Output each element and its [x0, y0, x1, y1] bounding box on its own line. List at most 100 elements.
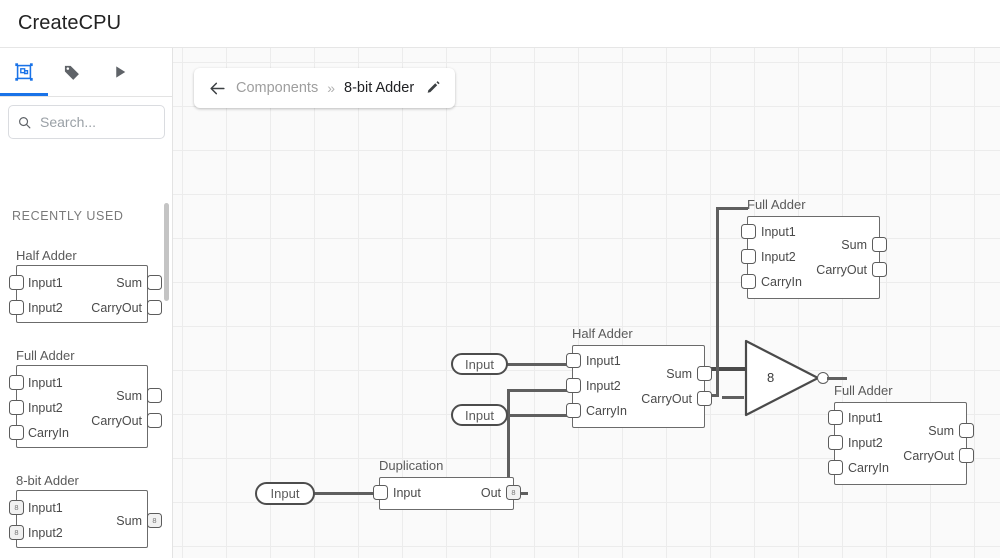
node-pin-label-carryout: CarryOut	[641, 392, 692, 406]
node-pin-label-carryin: CarryIn	[848, 461, 889, 475]
arrow-left-icon[interactable]	[208, 79, 227, 98]
palette-item-body	[16, 365, 148, 448]
node-title: Full Adder	[834, 383, 893, 398]
wire-dup-out-to-input2	[507, 389, 570, 392]
section-label-recently-used: RECENTLY USED	[12, 209, 124, 223]
node-pin-carryout[interactable]	[959, 448, 974, 463]
palette-pin-input1[interactable]	[9, 375, 24, 390]
node-pin-label-input1: Input1	[848, 411, 883, 425]
palette-item-name: 8-bit Adder	[16, 473, 79, 488]
io-pin-input-1[interactable]: Input	[451, 353, 508, 375]
search-icon	[17, 115, 32, 130]
sidebar-scrollbar-thumb[interactable]	[164, 203, 169, 301]
wire-carryout-vertical	[716, 207, 719, 397]
node-pin-carryin[interactable]	[828, 460, 843, 475]
io-pin-input-2[interactable]: Input	[451, 404, 508, 426]
node-pin-label-input1: Input1	[586, 354, 621, 368]
palette-pin-label-sum: Sum	[116, 276, 142, 290]
node-title: Half Adder	[572, 326, 633, 341]
palette-item-body	[16, 265, 148, 323]
pencil-icon[interactable]	[425, 80, 441, 96]
node-pin-input2[interactable]	[828, 435, 843, 450]
io-pin-input-3[interactable]: Input	[255, 482, 315, 505]
palette-pin-label-carryout: CarryOut	[91, 301, 142, 315]
node-pin-input2[interactable]	[741, 249, 756, 264]
palette-pin-sum[interactable]	[147, 388, 162, 403]
palette-pin-input1[interactable]	[9, 275, 24, 290]
wire-input2-to-halfadder-carryin	[508, 414, 570, 417]
palette-pin-input2[interactable]	[9, 300, 24, 315]
palette-item-name: Full Adder	[16, 348, 75, 363]
node-title: Duplication	[379, 458, 444, 473]
breadcrumb-parent[interactable]: Components	[236, 80, 319, 96]
wire-input1-to-halfadder-input1	[506, 363, 570, 366]
io-pin-label: Input	[465, 356, 494, 372]
tab-active-indicator	[0, 93, 48, 96]
node-pin-label-carryin: CarryIn	[761, 275, 802, 289]
node-pin-carryout[interactable]	[697, 391, 712, 406]
node-pin-input2[interactable]	[566, 378, 581, 393]
bus-merge-label: 8	[767, 370, 775, 385]
wire-merge-to-fulladder-right	[827, 377, 847, 380]
bus-merge-component[interactable]: 8	[743, 338, 823, 418]
node-pin-input1[interactable]	[741, 224, 756, 239]
node-pin-carryout[interactable]	[872, 262, 887, 277]
node-body[interactable]	[834, 402, 967, 485]
node-pin-input1[interactable]	[828, 410, 843, 425]
palette-pin-label-sum: Sum	[116, 389, 142, 403]
app-title: CreateCPU	[18, 12, 122, 34]
palette-item-body	[16, 490, 148, 548]
palette-pin-input2[interactable]: 8	[9, 525, 24, 540]
node-pin-sum[interactable]	[697, 366, 712, 381]
palette-pin-label-input2: Input2	[28, 401, 63, 415]
palette-item-name: Half Adder	[16, 248, 77, 263]
breadcrumb-separator: »	[327, 80, 336, 96]
node-body[interactable]	[747, 216, 880, 299]
tab-run[interactable]	[96, 48, 144, 96]
palette-pin-carryin[interactable]	[9, 425, 24, 440]
tag-icon	[62, 62, 82, 82]
node-pin-sum[interactable]	[959, 423, 974, 438]
palette-pin-label-input1: Input1	[28, 501, 63, 515]
node-pin-label-sum: Sum	[841, 238, 867, 252]
node-pin-label-sum: Sum	[666, 367, 692, 381]
wire-input3-to-duplication	[312, 492, 382, 495]
node-pin-carryin[interactable]	[566, 403, 581, 418]
node-pin-label-input1: Input1	[761, 225, 796, 239]
palette-pin-sum[interactable]	[147, 275, 162, 290]
node-body[interactable]	[572, 345, 705, 428]
io-pin-label: Input	[270, 486, 300, 501]
palette-pin-carryout[interactable]	[147, 413, 162, 428]
node-pin-carryin[interactable]	[741, 274, 756, 289]
node-pin-input[interactable]	[373, 485, 388, 500]
node-pin-label-sum: Sum	[928, 424, 954, 438]
palette-pin-sum[interactable]: 8	[147, 513, 162, 528]
tab-components[interactable]	[0, 48, 48, 96]
node-pin-label-input2: Input2	[848, 436, 883, 450]
breadcrumb: Components » 8-bit Adder	[194, 68, 456, 108]
wire-dup-out-vertical	[507, 389, 510, 495]
search-input[interactable]	[40, 114, 158, 130]
palette-pin-input1[interactable]: 8	[9, 500, 24, 515]
sidebar-tabs	[0, 48, 172, 97]
node-pin-label-carryin: CarryIn	[586, 404, 627, 418]
palette-pin-label-input1: Input1	[28, 276, 63, 290]
schematic-canvas[interactable]: Components » 8-bit Adder	[173, 48, 1000, 558]
triangle-icon	[744, 339, 820, 417]
palette-pin-input2[interactable]	[9, 400, 24, 415]
node-pin-out[interactable]: 8	[506, 485, 521, 500]
tab-labels[interactable]	[48, 48, 96, 96]
node-pin-sum[interactable]	[872, 237, 887, 252]
component-icon	[13, 61, 35, 83]
search-box[interactable]	[8, 105, 165, 139]
breadcrumb-current: 8-bit Adder	[344, 80, 415, 96]
palette-pin-carryout[interactable]	[147, 300, 162, 315]
palette-pin-label-input2: Input2	[28, 301, 63, 315]
wire-carryout-to-fulladder-top	[716, 207, 748, 210]
node-pin-label-input: Input	[393, 486, 421, 500]
wire-halfadder-sum-to-merge	[703, 367, 754, 371]
top-bar: CreateCPU	[0, 0, 1000, 48]
node-pin-input1[interactable]	[566, 353, 581, 368]
node-pin-label-out: Out	[480, 486, 501, 500]
node-pin-label-carryout: CarryOut	[816, 263, 867, 277]
